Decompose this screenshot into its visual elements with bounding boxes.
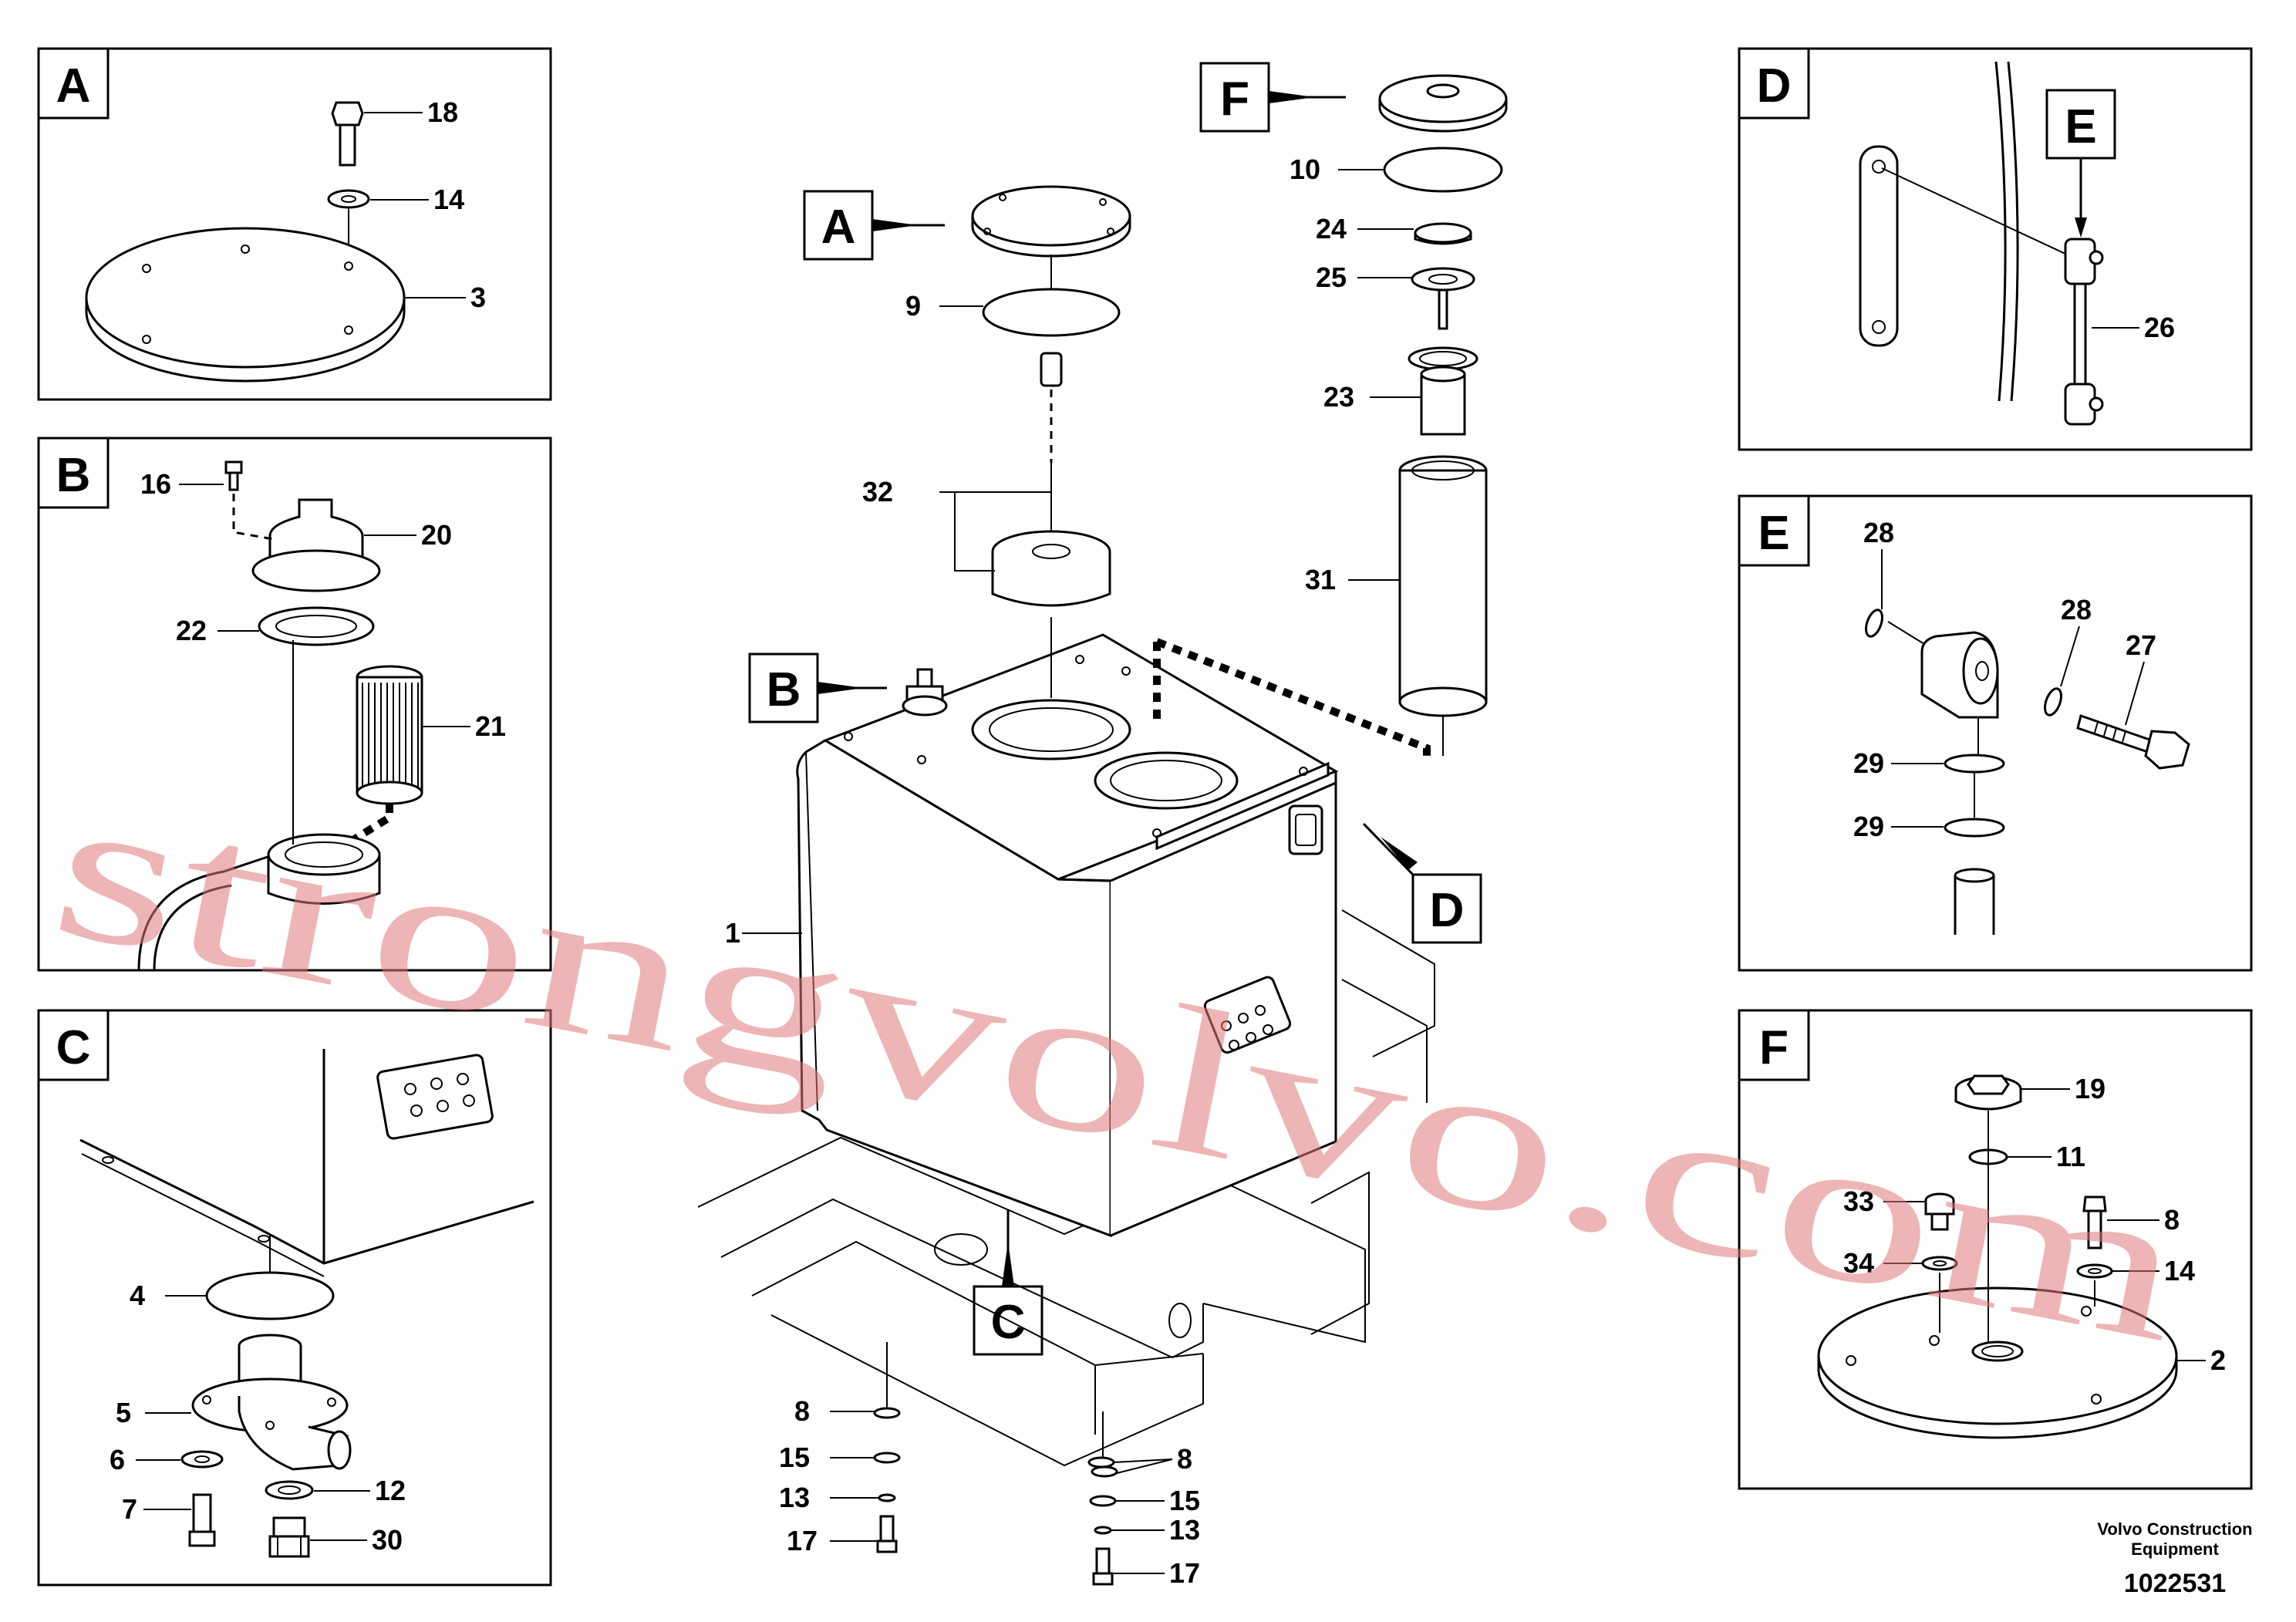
panel-d: D E 26 bbox=[1738, 47, 2253, 451]
callout-17-right: 17 bbox=[1169, 1557, 1200, 1589]
callout-31: 31 bbox=[1305, 564, 1336, 595]
tank-bottom-drawing bbox=[79, 1049, 534, 1277]
banjo-bolt-drawing bbox=[2076, 714, 2190, 770]
callout-18: 18 bbox=[427, 96, 458, 128]
bolt-drawing bbox=[327, 101, 370, 245]
panel-f-label: F bbox=[1759, 1021, 1789, 1074]
callout-4: 4 bbox=[130, 1280, 145, 1311]
main-label-c: C bbox=[991, 1296, 1026, 1349]
callout-15-right: 15 bbox=[1169, 1485, 1200, 1516]
callout-25: 25 bbox=[1316, 261, 1347, 293]
callout-29-lower: 29 bbox=[1853, 811, 1884, 842]
panel-e-label: E bbox=[1758, 507, 1789, 560]
panel-b-label: B bbox=[56, 449, 91, 502]
callout-29-upper: 29 bbox=[1853, 747, 1884, 779]
callout-1: 1 bbox=[725, 917, 740, 949]
callout-34: 34 bbox=[1843, 1247, 1874, 1279]
footer-line-2: Equipment bbox=[2131, 1539, 2219, 1559]
callout-2: 2 bbox=[2210, 1344, 2226, 1376]
footer: Volvo Construction Equipment 1022531 bbox=[2097, 1519, 2252, 1598]
hydraulic-tank-drawing bbox=[796, 633, 1339, 1238]
callout-28-right: 28 bbox=[2061, 594, 2092, 626]
panel-b: B bbox=[37, 437, 552, 972]
main-label-a: A bbox=[821, 201, 856, 254]
screw-7-drawing bbox=[188, 1493, 216, 1547]
panel-e: E 28 28 27 29 29 bbox=[1738, 494, 2253, 972]
callout-12: 12 bbox=[375, 1475, 406, 1506]
bolt-8-drawing bbox=[2082, 1195, 2107, 1249]
callout-9: 9 bbox=[905, 290, 921, 322]
plug-30-drawing bbox=[268, 1516, 310, 1558]
panel-a-label: A bbox=[56, 59, 91, 113]
panel-c: C bbox=[37, 1009, 552, 1587]
callout-23: 23 bbox=[1323, 381, 1354, 413]
elbow-fitting-drawing bbox=[1887, 621, 1999, 719]
callout-13-left: 13 bbox=[779, 1482, 810, 1513]
panel-d-ref-e: E bbox=[2065, 100, 2096, 153]
callout-13-right: 13 bbox=[1169, 1514, 1200, 1546]
document-number: 1022531 bbox=[2124, 1569, 2226, 1598]
main-cover-a bbox=[971, 185, 1131, 698]
mounting-bracket-drawing bbox=[1859, 61, 2068, 402]
footer-line-1: Volvo Construction bbox=[2097, 1519, 2252, 1539]
main-assembly: A B C D F 9 32 1 10 24 25 23 31 8 15 bbox=[697, 62, 1508, 1589]
callout-8-right: 8 bbox=[1177, 1443, 1192, 1475]
level-gauge-drawing bbox=[2064, 238, 2104, 426]
callout-22: 22 bbox=[176, 615, 207, 646]
callout-27: 27 bbox=[2126, 629, 2156, 661]
washer-6-drawing bbox=[180, 1450, 224, 1469]
callout-3: 3 bbox=[470, 282, 486, 313]
return-filter-stack bbox=[1378, 74, 1508, 756]
panel-c-label: C bbox=[56, 1021, 91, 1074]
main-label-f: F bbox=[1220, 73, 1249, 126]
filter-cover-plate-drawing bbox=[1817, 1286, 2178, 1439]
callout-6: 6 bbox=[110, 1444, 125, 1475]
callout-21: 21 bbox=[475, 710, 506, 742]
callout-28-top: 28 bbox=[1863, 517, 1894, 548]
callout-14: 14 bbox=[433, 184, 464, 215]
callout-7: 7 bbox=[122, 1493, 137, 1525]
main-label-d: D bbox=[1430, 884, 1465, 937]
hardware-left bbox=[873, 1342, 901, 1553]
callout-26: 26 bbox=[2144, 312, 2175, 343]
panel-a: A 18 14 3 bbox=[37, 47, 552, 401]
filter-element-drawing bbox=[337, 665, 423, 852]
callout-30: 30 bbox=[372, 1524, 403, 1556]
callout-19: 19 bbox=[2075, 1073, 2106, 1104]
callout-5: 5 bbox=[116, 1397, 131, 1428]
callout-17-left: 17 bbox=[787, 1525, 818, 1556]
cover-plate-drawing bbox=[85, 227, 406, 383]
callout-16: 16 bbox=[140, 468, 171, 500]
callout-14-panel-f: 14 bbox=[2164, 1255, 2195, 1286]
panel-d-label: D bbox=[1757, 59, 1792, 113]
seal-12-drawing bbox=[265, 1480, 314, 1500]
frame-drawing bbox=[697, 909, 1435, 1467]
panel-f: F 19 bbox=[1738, 1009, 2253, 1490]
callout-8-left: 8 bbox=[794, 1395, 810, 1427]
main-label-b: B bbox=[767, 663, 801, 717]
hardware-right bbox=[1087, 1411, 1118, 1586]
tank-neck-drawing bbox=[137, 640, 381, 971]
callout-20: 20 bbox=[421, 519, 452, 551]
filler-breather-drawing bbox=[224, 460, 381, 646]
callout-24: 24 bbox=[1316, 213, 1347, 244]
cap-19-drawing bbox=[1954, 1074, 2022, 1111]
callout-33: 33 bbox=[1843, 1185, 1874, 1217]
callout-15-left: 15 bbox=[779, 1442, 810, 1473]
callout-32: 32 bbox=[862, 476, 893, 508]
callout-8-panel-f: 8 bbox=[2164, 1204, 2180, 1236]
drain-fitting-drawing bbox=[191, 1334, 352, 1471]
callout-11: 11 bbox=[2056, 1141, 2085, 1172]
callout-10: 10 bbox=[1290, 153, 1320, 185]
plug-33-drawing bbox=[1924, 1192, 1955, 1231]
